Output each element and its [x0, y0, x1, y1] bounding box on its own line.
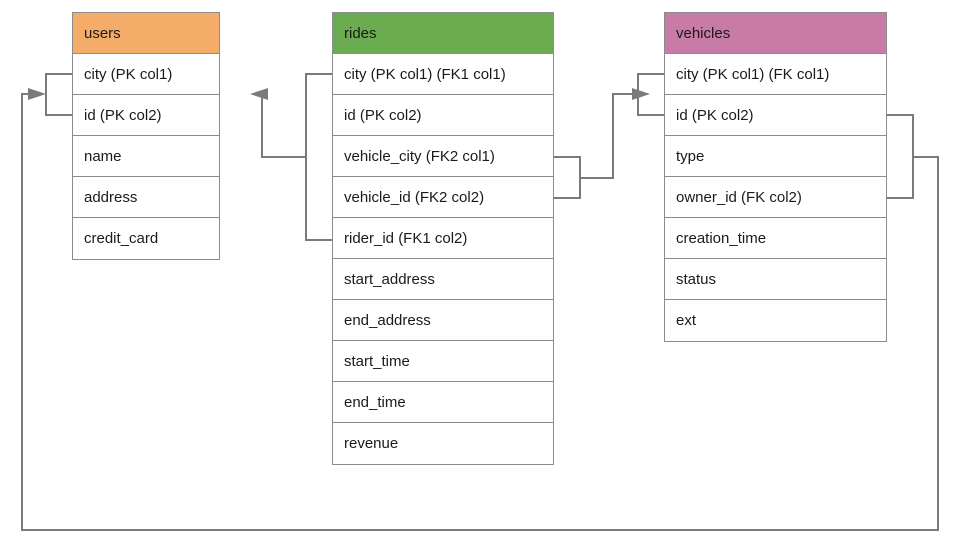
rides-fk1-arrowhead: [250, 88, 268, 100]
vehicles-left-key-bracket: [637, 73, 664, 116]
table-users[interactable]: users city (PK col1) id (PK col2) name a…: [72, 12, 220, 260]
table-vehicles-header: vehicles: [665, 13, 886, 54]
table-users-header: users: [73, 13, 219, 54]
table-row[interactable]: name: [73, 136, 219, 177]
table-row[interactable]: vehicle_city (FK2 col1): [333, 136, 553, 177]
table-row[interactable]: credit_card: [73, 218, 219, 259]
table-row[interactable]: owner_id (FK col2): [665, 177, 886, 218]
table-row[interactable]: address: [73, 177, 219, 218]
table-row[interactable]: city (PK col1) (FK1 col1): [333, 54, 553, 95]
table-rides-header: rides: [333, 13, 553, 54]
table-row[interactable]: city (PK col1): [73, 54, 219, 95]
vehicles-fk-arrowhead: [28, 88, 46, 100]
table-row[interactable]: id (PK col2): [665, 95, 886, 136]
table-row[interactable]: type: [665, 136, 886, 177]
table-row[interactable]: start_time: [333, 341, 553, 382]
rides-fk2-connector: [580, 93, 632, 179]
table-rides[interactable]: rides city (PK col1) (FK1 col1) id (PK c…: [332, 12, 554, 465]
table-row[interactable]: city (PK col1) (FK col1): [665, 54, 886, 95]
table-row[interactable]: vehicle_id (FK2 col2): [333, 177, 553, 218]
table-row[interactable]: id (PK col2): [333, 95, 553, 136]
table-row[interactable]: end_time: [333, 382, 553, 423]
table-row[interactable]: revenue: [333, 423, 553, 464]
table-row[interactable]: rider_id (FK1 col2): [333, 218, 553, 259]
table-vehicles[interactable]: vehicles city (PK col1) (FK col1) id (PK…: [664, 12, 887, 342]
table-row[interactable]: ext: [665, 300, 886, 341]
rides-fk2-arrowhead: [632, 88, 650, 100]
rides-fk2-key-bracket: [554, 156, 581, 199]
vehicles-fk-key-bracket: [887, 114, 914, 199]
table-row[interactable]: status: [665, 259, 886, 300]
table-row[interactable]: id (PK col2): [73, 95, 219, 136]
table-row[interactable]: creation_time: [665, 218, 886, 259]
users-left-key-bracket: [45, 73, 72, 116]
rides-fk1-connector: [261, 93, 306, 158]
table-row[interactable]: end_address: [333, 300, 553, 341]
rides-fk1-key-bracket: [305, 73, 332, 241]
table-row[interactable]: start_address: [333, 259, 553, 300]
